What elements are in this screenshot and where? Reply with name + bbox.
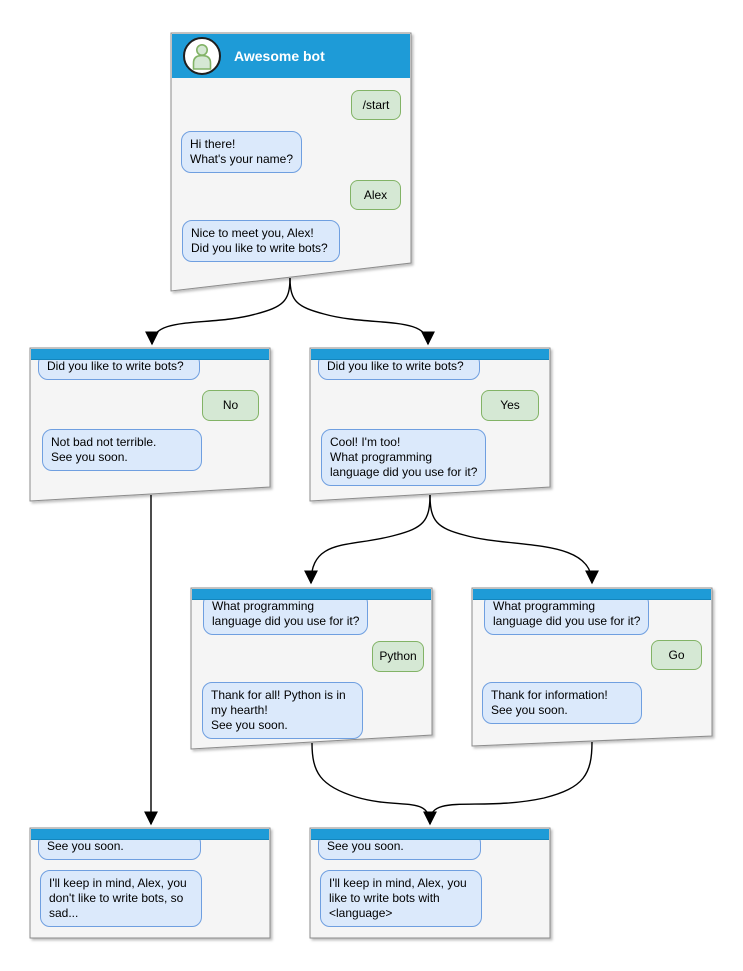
window-title-bar (192, 589, 431, 600)
window-title-bar (31, 349, 269, 360)
chat-window-title: Awesome bot (234, 48, 325, 64)
person-icon (192, 43, 212, 70)
bot-message: Not bad not terrible. See you soon. (42, 429, 202, 471)
edge-yes-to-python (304, 494, 431, 585)
user-message: No (202, 390, 259, 421)
chat-header: Awesome bot (172, 34, 410, 78)
edge-start-to-yes (289, 277, 435, 346)
window-title-bar (473, 589, 711, 600)
bot-message: What programming language did you use fo… (203, 593, 369, 635)
bot-message: Nice to meet you, Alex! Did you like to … (182, 220, 340, 262)
user-message: /start (351, 90, 401, 120)
edge-yes-to-go (429, 494, 599, 585)
user-message: Alex (350, 180, 401, 210)
user-message: Yes (481, 390, 539, 421)
bot-message: I'll keep in mind, Alex, you don't like … (40, 870, 202, 927)
bot-message: Thank for all! Python is in my hearth! S… (202, 682, 363, 739)
bot-message: Cool! I'm too! What programming language… (321, 429, 487, 486)
window-title-bar (311, 829, 549, 840)
window-title-bar (311, 349, 549, 360)
bot-avatar (183, 37, 221, 75)
bot-message: Hi there! What's your name? (181, 131, 303, 173)
edge-start-to-no (145, 277, 291, 346)
window-title-bar (31, 829, 269, 840)
bot-message: I'll keep in mind, Alex, you like to wri… (320, 870, 482, 927)
bot-message: Thank for information! See you soon. (482, 682, 642, 724)
edge-go-to-end (429, 741, 593, 822)
user-message: Go (651, 640, 702, 670)
user-message: Python (372, 641, 424, 672)
edge-python-to-end (311, 742, 437, 826)
